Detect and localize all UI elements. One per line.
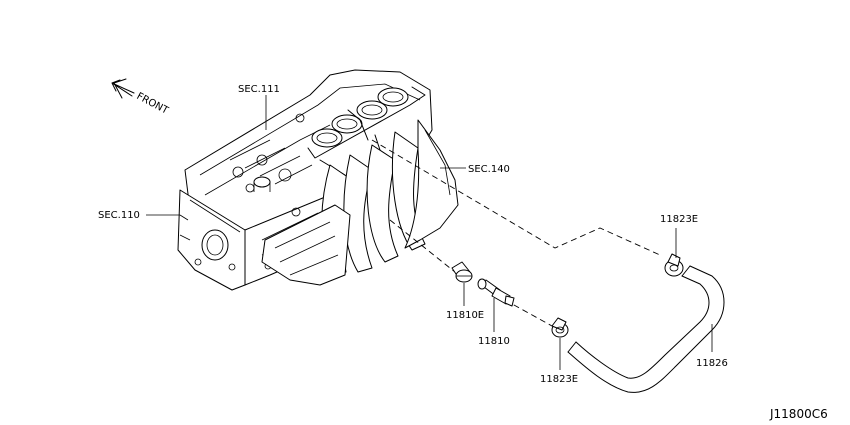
intake-manifold (261, 86, 459, 286)
label-11823E-bottom: 11823E (540, 374, 578, 385)
hose-11826 (567, 265, 725, 393)
label-sec140: SEC.140 (468, 164, 510, 175)
pcv-route-line (389, 219, 456, 273)
clamp-11823E-top (664, 253, 684, 277)
hose-route-line (371, 139, 661, 256)
label-11823E-top: 11823E (660, 214, 698, 225)
label-11810E: 11810E (446, 310, 484, 321)
grommet-11810E (451, 261, 473, 283)
clamp-11823E-bottom (551, 317, 569, 338)
front-arrow-icon (111, 78, 135, 99)
label-sec110: SEC.110 (98, 210, 140, 221)
pcv-valve-11810 (477, 278, 515, 307)
figure-code: J11800C6 (769, 407, 828, 421)
pcv-route-line-2 (504, 299, 553, 327)
front-label: FRONT (135, 91, 171, 117)
label-sec111: SEC.111 (238, 84, 280, 95)
label-11810: 11810 (478, 336, 510, 347)
label-11826: 11826 (696, 358, 728, 369)
